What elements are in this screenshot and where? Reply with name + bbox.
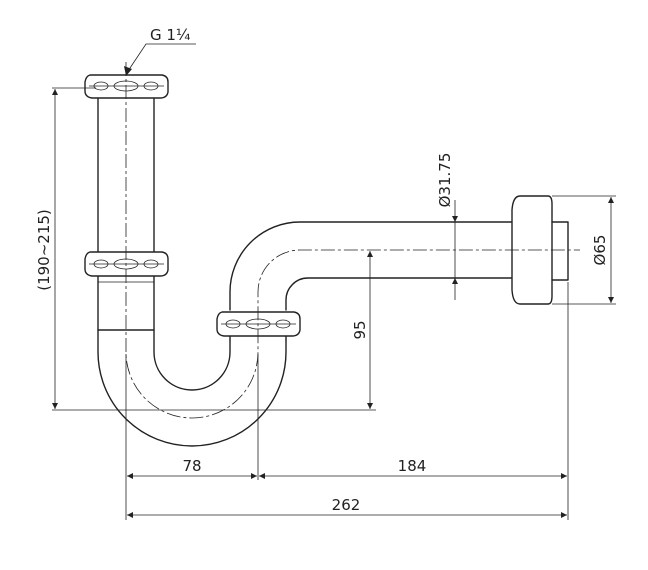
height-range-label: (190~215) — [35, 209, 53, 291]
top-nut — [84, 74, 169, 99]
swivel-nut — [216, 311, 301, 337]
thread-size-label: G 1¼ — [150, 26, 191, 44]
height-dimension: (190~215) — [35, 87, 376, 411]
center-lines — [125, 62, 580, 419]
horizontal-dimensions: 78 184 262 — [125, 282, 569, 520]
overall-length-label: 262 — [332, 496, 361, 514]
drop-label: 95 — [351, 320, 369, 339]
u-bend — [97, 329, 287, 447]
drop-dimension: 95 — [351, 251, 373, 409]
inlet-tube — [97, 91, 155, 257]
outlet-bend — [229, 221, 516, 311]
trap-width-label: 78 — [182, 457, 201, 475]
pipe-diameter-label: Ø31.75 — [436, 153, 454, 208]
middle-nut — [84, 251, 169, 277]
thread-callout: G 1¼ — [124, 26, 196, 76]
flange-diameter-dimension: Ø65 — [552, 195, 616, 305]
flange-diameter-label: Ø65 — [591, 235, 609, 266]
outlet-offset-label: 184 — [398, 457, 427, 475]
pipe-diameter-dimension: Ø31.75 — [436, 153, 458, 300]
